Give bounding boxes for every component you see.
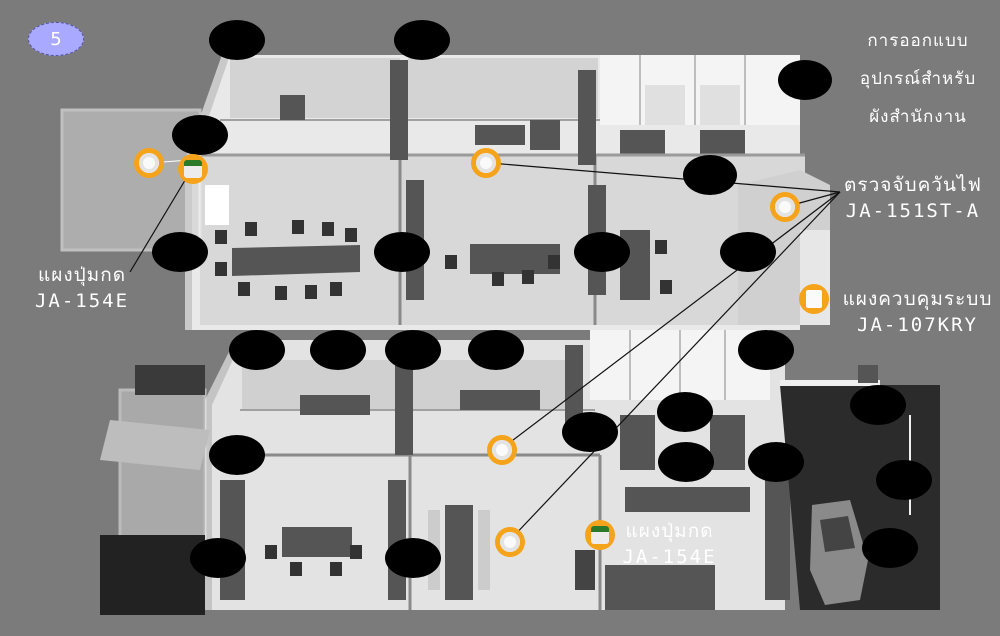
control-panel-label: แผงควบคุมระบบ JA-107KRY [840,286,995,338]
redaction-mark [468,330,524,370]
smoke-detector-name: ตรวจจับควันไฟ [844,174,982,196]
redaction-mark [876,460,932,500]
redaction-mark [778,60,832,100]
keypad-left-code: JA-154E [34,290,130,312]
smoke-detector-label: ตรวจจับควันไฟ JA-151ST-A [838,172,988,224]
redaction-mark [862,528,918,568]
keypad-icon [585,520,615,550]
control-panel-code: JA-107KRY [857,314,978,336]
redaction-mark [190,538,246,578]
design-title: การออกแบบ อุปกรณ์สำหรับ ผังสำนักงาน [848,22,988,136]
control-panel-icon [799,284,829,314]
redaction-mark [172,115,228,155]
smoke-detector-code: JA-151ST-A [845,200,981,222]
smoke-detector-icon [495,527,525,557]
redaction-mark [748,442,804,482]
keypad-left-name: แผงปุ่มกด [37,264,127,286]
page-number-badge: 5 [28,22,84,56]
redaction-mark [574,232,630,272]
smoke-detector-icon [770,192,800,222]
keypad-icon [178,154,208,184]
title-line-3: ผังสำนักงาน [869,107,967,127]
redaction-mark [562,412,618,452]
redaction-mark [657,392,713,432]
conference-table [232,245,360,276]
smoke-detector-icon [134,148,164,178]
redaction-mark [229,330,285,370]
control-panel-name: แผงควบคุมระบบ [842,288,993,310]
smoke-detector-icon [487,435,517,465]
smoke-detector-icon [471,148,501,178]
keypad-left-label: แผงปุ่มกด JA-154E [22,262,142,314]
redaction-mark [738,330,794,370]
title-line-1: การออกแบบ [867,31,969,51]
redaction-mark [658,442,714,482]
callout-lines [129,162,841,541]
title-line-2: อุปกรณ์สำหรับ [859,69,977,89]
redaction-mark [850,385,906,425]
redaction-mark [374,232,430,272]
redaction-mark [209,435,265,475]
redaction-mark [394,20,450,60]
redaction-mark [152,232,208,272]
redaction-mark [310,330,366,370]
keypad-bottom-code: JA-154E [622,546,717,568]
keypad-bottom-name: แผงปุ่มกด [625,520,714,542]
redaction-mark [209,20,265,60]
redaction-mark [720,232,776,272]
keypad-bottom-label: แผงปุ่มกด JA-154E [612,518,727,570]
redaction-mark [385,538,441,578]
redaction-mark [683,155,737,195]
upper-back-wall-mid [408,58,598,118]
redaction-mark [385,330,441,370]
upper-back-wall-left [230,58,400,118]
